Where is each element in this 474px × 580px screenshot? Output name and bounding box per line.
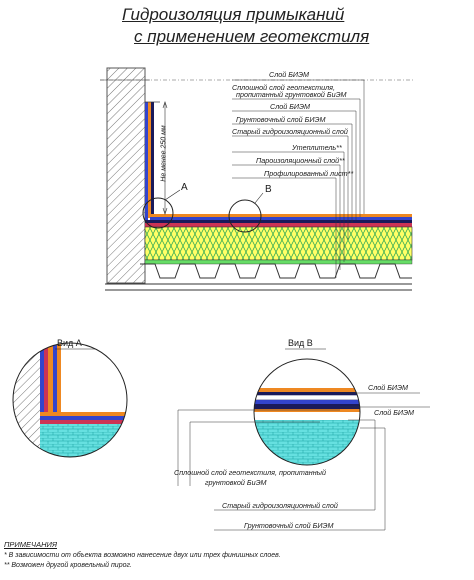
- view-b-label-geotextile-2: грунтовкой БиЭМ: [205, 478, 267, 487]
- marker-b-circle: [228, 199, 262, 233]
- old-waterproofing-layer: [145, 223, 412, 227]
- marker-b-label: В: [265, 184, 272, 195]
- view-b-detail: [254, 359, 360, 465]
- view-b-label-biem-1: Слой БИЭМ: [368, 383, 409, 392]
- label-biem-layer: Слой БИЭМ: [270, 102, 311, 111]
- vertical-layer-dark: [151, 102, 154, 216]
- insulation-layer: [144, 226, 413, 261]
- marker-a-label: А: [181, 182, 188, 193]
- label-geotextile-2: пропитанный грунтовкой БиЭМ: [236, 90, 347, 99]
- horizontal-layer-orange: [150, 214, 412, 217]
- notes-heading: ПРИМЕЧАНИЯ: [4, 540, 57, 549]
- label-insulation: Утеплитель**: [292, 143, 342, 152]
- dimension-label: Не менее 250 мм: [160, 125, 168, 182]
- label-biem-layer-top: Слой БИЭМ: [269, 70, 310, 79]
- note-2: ** Возможен другой кровельный пирог.: [4, 562, 132, 569]
- profiled-sheet: [140, 263, 412, 279]
- note-1: * В зависимости от объекта возможно нане…: [4, 552, 281, 559]
- title-line-1: Гидроизоляция примыканий: [122, 5, 345, 24]
- label-old-waterproofing: Старый гидроизоляционный слой: [232, 127, 348, 136]
- vertical-layer-orange: [148, 102, 151, 218]
- label-vapor-barrier: Пароизоляционный слой**: [256, 156, 345, 165]
- vapor-barrier-layer: [144, 259, 413, 265]
- label-primer-layer: Грунтовочный слой БИЭМ: [236, 115, 326, 124]
- view-a-title: Вид А: [57, 338, 82, 348]
- marker-a-circle: [142, 197, 174, 229]
- title-line-2: с применением геотекстиля: [134, 27, 370, 46]
- vertical-layer-blue: [145, 102, 148, 220]
- horizontal-layer-dark: [145, 220, 412, 223]
- view-b-label-geotextile-1: Сплошной слой геотекстиля, пропитанный: [174, 468, 326, 477]
- view-b-circle: [253, 358, 361, 466]
- label-profiled-sheet: Профилированный лист**: [264, 169, 354, 178]
- view-a-detail: [13, 343, 127, 457]
- view-b-label-old-waterproofing: Старый гидроизоляционный слой: [222, 501, 338, 510]
- view-a-circle: [12, 342, 128, 458]
- view-b-label-primer: Грунтовочный слой БИЭМ: [244, 521, 334, 530]
- horizontal-layer-blue: [150, 217, 412, 220]
- label-geotextile-1: Сплошной слой геотекстиля,: [232, 83, 335, 92]
- view-b-title: Вид В: [288, 338, 313, 348]
- wall: [106, 67, 146, 284]
- view-b-label-biem-2: Слой БИЭМ: [374, 408, 415, 417]
